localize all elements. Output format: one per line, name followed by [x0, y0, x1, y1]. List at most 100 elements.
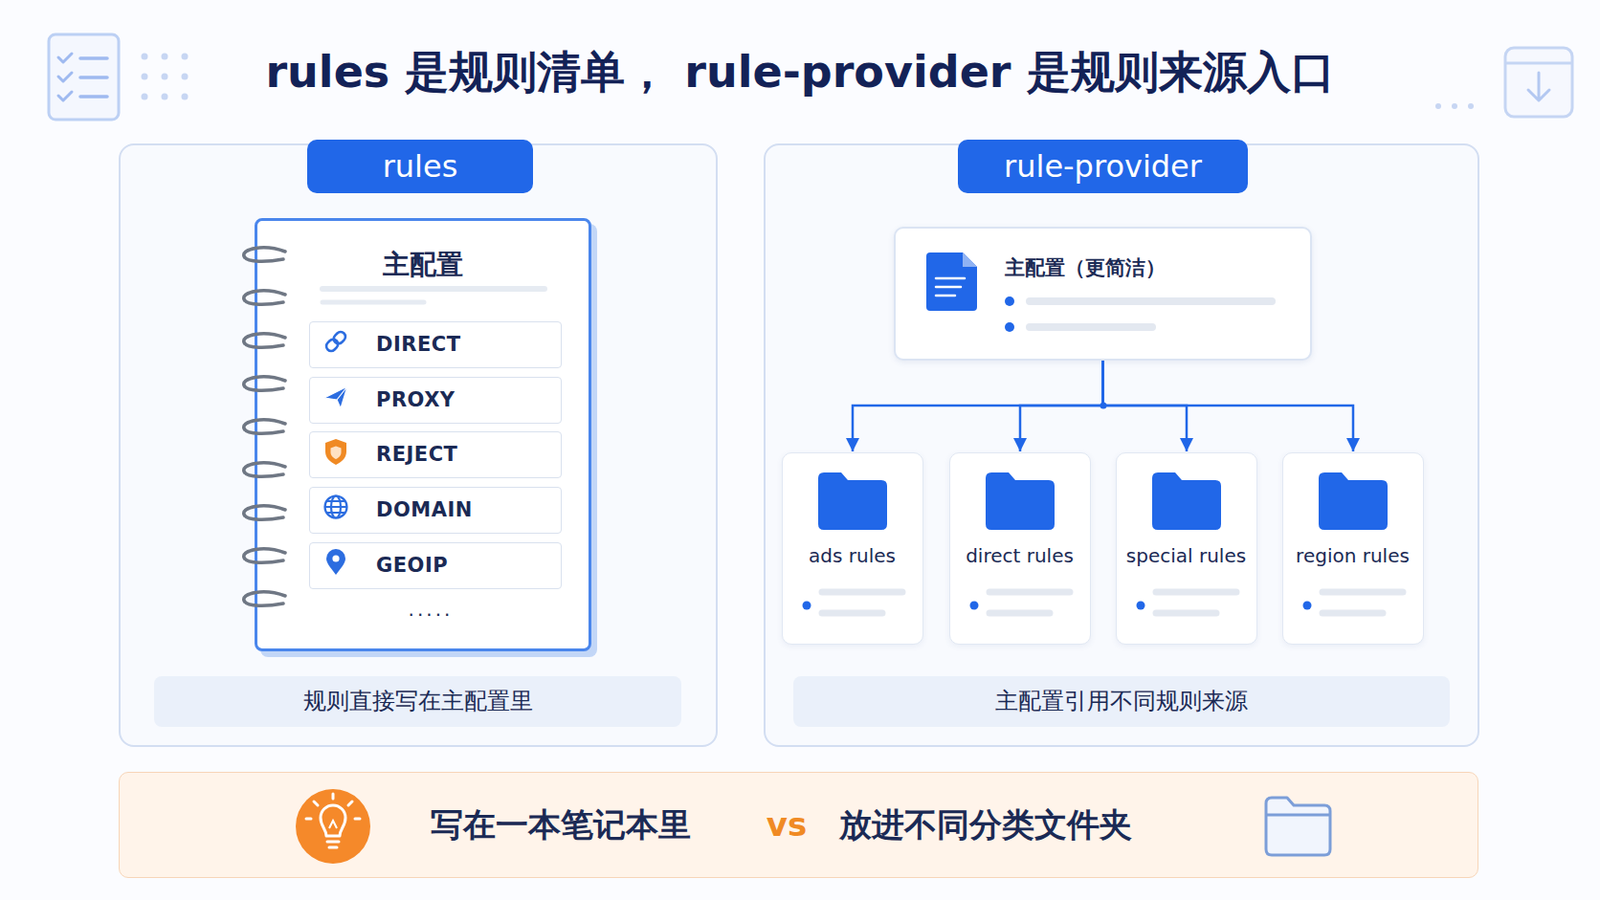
notebook-title: 主配置	[257, 245, 589, 285]
rule-row: DIRECT	[309, 321, 562, 369]
rule-name: PROXY	[376, 377, 456, 423]
ring	[244, 463, 286, 477]
folder-outline-line	[1266, 814, 1331, 818]
dot-grid	[141, 53, 189, 101]
bullet	[802, 601, 812, 611]
bulb-rays	[306, 794, 360, 848]
pin-icon	[326, 549, 346, 576]
dot	[161, 53, 169, 61]
link-part	[324, 337, 340, 354]
branch-arrow	[1103, 360, 1188, 452]
pin-hole	[332, 555, 339, 562]
rule-card: ads rules	[781, 452, 924, 645]
dot	[1435, 103, 1442, 110]
dot	[141, 53, 149, 61]
dot	[141, 93, 149, 101]
panel-heading: rules	[307, 139, 534, 194]
placeholder-line	[822, 592, 903, 614]
download-icon	[1505, 47, 1573, 117]
rule-card: direct rules	[949, 452, 1091, 645]
notebook: 主配置 DIRECT PROXY REJECT DOMAIN GEOIP	[254, 218, 592, 652]
ring	[244, 592, 286, 606]
rule-name: GEOIP	[376, 543, 448, 588]
dot	[1451, 103, 1458, 110]
placeholder-line	[322, 286, 545, 292]
dot	[1467, 103, 1474, 110]
folder-icon	[818, 472, 888, 531]
bullet	[1303, 601, 1312, 611]
card-label: special rules	[1116, 543, 1256, 569]
branch-arrow	[852, 360, 1104, 452]
folder-icons	[818, 472, 1388, 531]
dot	[181, 53, 189, 61]
document-icon	[926, 252, 978, 312]
placeholder-line	[1029, 297, 1272, 306]
ring	[244, 377, 286, 391]
ring	[244, 549, 286, 563]
card-label: region rules	[1283, 543, 1423, 569]
placeholder-line	[1155, 592, 1237, 614]
branch-arrow	[1020, 360, 1104, 452]
shield-inner	[331, 446, 342, 461]
checklist-icon	[48, 34, 119, 120]
bullet	[1136, 601, 1146, 611]
rule-row: DOMAIN	[309, 487, 562, 534]
summary-text: 放进不同分类文件夹	[839, 773, 1133, 877]
globe-lines	[325, 501, 348, 513]
placeholder-line	[989, 592, 1070, 614]
bullet	[970, 601, 979, 611]
card-label: direct rules	[950, 543, 1089, 569]
ring	[244, 420, 286, 434]
dot	[161, 73, 169, 81]
config-box: 主配置（更简洁）	[893, 226, 1312, 361]
placeholder-line	[1029, 323, 1153, 332]
folder-icon	[1152, 472, 1222, 531]
dot	[161, 93, 169, 101]
bullet	[1004, 296, 1015, 307]
download-arrow	[1528, 72, 1550, 101]
branch-arrow	[1103, 360, 1355, 452]
download-icon-line	[1505, 62, 1573, 66]
bullet	[1004, 322, 1015, 333]
dot	[141, 73, 149, 81]
rule-name: DIRECT	[376, 322, 462, 367]
summary-text: 写在一本笔记本里	[430, 773, 691, 877]
folder-icon	[985, 472, 1055, 531]
folder-icon	[1318, 472, 1388, 531]
plane-icon	[324, 386, 348, 409]
dot	[181, 93, 189, 101]
junction-dot	[1100, 402, 1108, 410]
globe-meridian	[331, 496, 341, 519]
ring	[244, 290, 286, 305]
bulb-filament	[329, 821, 337, 829]
ring	[244, 247, 286, 262]
bulb-icon	[320, 805, 346, 837]
diagram-title: rules 是规则清单， rule-provider 是规则来源入口	[0, 40, 1600, 104]
panel: rule-provider主配置（更简洁）ads rulesdirect rul…	[763, 143, 1480, 748]
rule-name: DOMAIN	[376, 488, 473, 533]
rule-row: REJECT	[309, 431, 562, 479]
panel: rules主配置DIRECTPROXYREJECTDOMAINGEOIP规则直接…	[118, 143, 718, 748]
ellipsis-label: .....	[382, 597, 479, 623]
caption-text: 规则直接写在主配置里	[154, 676, 682, 728]
document-fold	[962, 252, 978, 267]
link-icon	[324, 330, 348, 354]
folder-outline-icon	[1266, 798, 1331, 856]
globe-outline	[325, 496, 348, 519]
globe-icon	[325, 496, 348, 519]
dot	[181, 73, 189, 81]
rule-card: region rules	[1282, 452, 1424, 645]
summary-banner: 写在一本笔记本里 vs放进不同分类文件夹	[118, 772, 1479, 879]
box-title: 主配置（更简洁）	[1004, 253, 1166, 283]
card-label: ads rules	[782, 543, 922, 569]
checklist-ticks	[58, 53, 72, 101]
rule-row: PROXY	[309, 377, 562, 424]
document-lines	[935, 278, 965, 296]
vs-text: vs	[757, 773, 816, 877]
rule-name: REJECT	[376, 432, 458, 477]
placeholder-line	[322, 300, 424, 306]
shield-icon	[325, 439, 347, 466]
ring	[244, 333, 286, 348]
